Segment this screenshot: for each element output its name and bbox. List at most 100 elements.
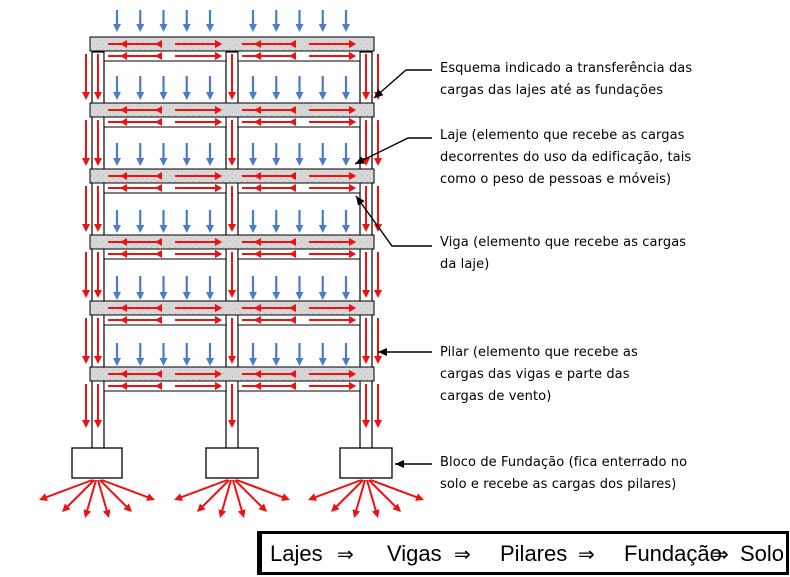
transfer-arrow-icon <box>210 250 222 258</box>
transfer-arrow-icon <box>210 304 222 312</box>
slab <box>89 300 375 316</box>
load-arrow-icon <box>182 210 191 233</box>
load-flow-box: Lajes ⇒ Vigas ⇒ Pilares ⇒ Fundação ⇒ Sol… <box>257 531 789 575</box>
transfer-arrow-icon <box>228 384 236 428</box>
beam <box>103 182 227 194</box>
transfer-arrow-icon <box>210 106 222 114</box>
load-arrow-icon <box>272 276 281 300</box>
leader-line <box>395 460 432 468</box>
annotation-line: da laje) <box>440 257 490 272</box>
load-arrow-icon <box>272 210 281 233</box>
transfer-arrow-icon <box>94 54 102 100</box>
transfer-arrow-icon <box>344 382 356 390</box>
transfer-arrow-icon <box>344 250 356 258</box>
transfer-arrow-icon <box>210 382 222 390</box>
flow-item-fundacao: Fundação <box>624 541 722 566</box>
load-transfer-arrows <box>39 40 424 518</box>
load-arrow-icon <box>342 343 350 366</box>
transfer-arrow-icon <box>344 370 356 378</box>
transfer-arrow-icon <box>228 186 236 232</box>
transfer-arrow-icon <box>108 238 127 246</box>
load-arrow-icon <box>318 76 327 100</box>
transfer-arrow-icon <box>210 316 222 324</box>
annotation-line: Viga (elemento que recebe as cargas <box>440 235 687 250</box>
beam <box>237 248 361 260</box>
load-arrow-icon <box>113 76 121 100</box>
load-arrow-icon <box>249 210 257 233</box>
transfer-arrow-icon <box>210 52 222 60</box>
load-arrow-icon <box>206 10 214 32</box>
load-arrow-icon <box>182 76 191 100</box>
transfer-arrow-icon <box>82 252 90 298</box>
transfer-arrow-icon <box>242 316 261 324</box>
transfer-arrow-icon <box>242 40 261 48</box>
soil-arrow-icon <box>83 479 98 518</box>
load-arrow-icon <box>272 76 281 100</box>
soil-arrow-icon <box>96 479 111 518</box>
transfer-arrow-icon <box>374 318 382 364</box>
flow-arrow-icon: ⇒ <box>454 542 471 566</box>
leader-line <box>354 137 432 165</box>
soil-arrow-icon <box>218 479 233 518</box>
annotation-line: Pilar (elemento que recebe as <box>440 345 638 360</box>
slab <box>89 366 375 382</box>
slab <box>89 234 375 250</box>
transfer-arrow-icon <box>108 40 127 48</box>
transfer-arrow-icon <box>108 172 127 180</box>
load-arrow-icon <box>206 276 214 300</box>
load-arrow-icon <box>136 343 145 366</box>
load-arrow-icon <box>182 143 191 166</box>
transfer-arrow-icon <box>210 118 222 126</box>
transfer-arrow-icon <box>108 52 127 60</box>
transfer-arrow-icon <box>362 252 370 298</box>
load-arrow-icon <box>318 343 327 366</box>
load-arrow-icon <box>206 76 214 100</box>
transfer-arrow-icon <box>344 304 356 312</box>
load-arrow-icon <box>159 143 168 166</box>
transfer-arrow-icon <box>242 184 261 192</box>
transfer-arrow-icon <box>82 384 90 428</box>
slab <box>89 36 375 52</box>
soil-arrow-icon <box>370 479 424 501</box>
transfer-arrow-icon <box>82 54 90 100</box>
transfer-arrow-icon <box>108 370 127 378</box>
soil-arrow-icon <box>99 479 132 512</box>
transfer-arrow-icon <box>94 384 102 428</box>
load-arrow-icon <box>342 10 350 32</box>
annotation-line: Esquema indicado a transferência das <box>440 61 693 76</box>
load-transfer-diagram <box>39 10 432 518</box>
soil-arrow-icon <box>231 479 246 518</box>
load-arrow-icon <box>206 210 214 233</box>
beam <box>237 380 361 392</box>
transfer-arrow-icon <box>210 370 222 378</box>
annotation-line: cargas das vigas e parte das <box>440 367 630 382</box>
soil-arrow-icon <box>331 479 364 512</box>
annotation-line: Bloco de Fundação (fica enterrado no <box>440 455 688 470</box>
load-arrow-icon <box>249 276 257 300</box>
load-arrow-icon <box>113 143 121 166</box>
transfer-arrow-icon <box>344 184 356 192</box>
foundation-block <box>205 447 259 479</box>
beam <box>103 248 227 260</box>
annotation-pilar: Pilar (elemento que recebe as cargas das… <box>440 342 638 408</box>
soil-arrow-icon <box>62 479 95 512</box>
load-arrow-icon <box>159 343 168 366</box>
slab <box>89 102 375 118</box>
load-arrow-icon <box>206 143 214 166</box>
load-arrow-icon <box>182 276 191 300</box>
transfer-arrow-icon <box>94 252 102 298</box>
soil-arrow-icon <box>234 479 267 512</box>
soil-arrow-icon <box>39 479 93 501</box>
load-arrow-icon <box>159 210 168 233</box>
transfer-arrow-icon <box>108 250 127 258</box>
flow-item-pilares: Pilares <box>500 541 568 566</box>
load-arrow-icon <box>318 210 327 233</box>
load-arrow-icon <box>318 143 327 166</box>
transfer-arrow-icon <box>374 186 382 232</box>
beam <box>237 116 361 128</box>
transfer-arrow-icon <box>242 250 261 258</box>
load-arrow-icon <box>159 76 168 100</box>
flow-item-lajes: Lajes <box>270 541 323 566</box>
transfer-arrow-icon <box>344 172 356 180</box>
load-arrow-icon <box>113 10 121 32</box>
